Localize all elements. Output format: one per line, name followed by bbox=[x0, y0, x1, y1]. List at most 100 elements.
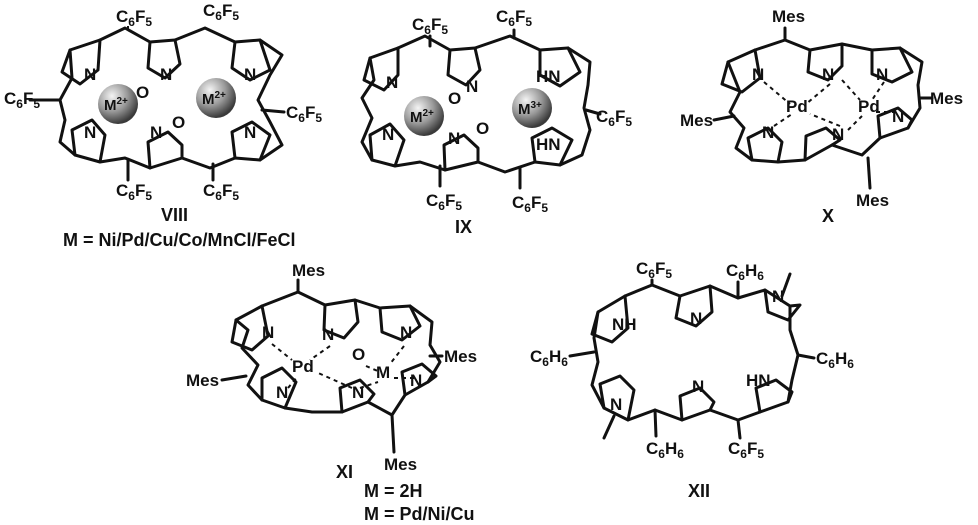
N-atom: N bbox=[822, 65, 834, 84]
substituent-label: C6H6 bbox=[726, 261, 764, 283]
substituent-label: C6F5 bbox=[286, 103, 322, 125]
N-atom: N bbox=[466, 77, 478, 96]
N-atom: N bbox=[262, 323, 274, 342]
substituent-label: C6F5 bbox=[203, 1, 239, 23]
substituent-label: Mes bbox=[856, 191, 889, 210]
N-atom: N bbox=[84, 65, 96, 84]
O-atom: O bbox=[352, 345, 365, 364]
N-atom: N bbox=[690, 309, 702, 328]
compound-label-VIII: VIII bbox=[161, 205, 188, 225]
N-atom: N bbox=[276, 383, 288, 402]
structure-IX: N N HN N N HN O O M2+ M3+ C6F5 C6F5 C6F5… bbox=[360, 7, 632, 237]
substituent-label: C6F5 bbox=[728, 439, 764, 461]
pyrrole-ring-6 bbox=[876, 106, 914, 140]
substituent-label: C6F5 bbox=[203, 181, 239, 203]
pyrrole-ring-1 bbox=[230, 304, 270, 352]
compound-label-X: X bbox=[822, 206, 834, 226]
N-atom: N bbox=[352, 383, 364, 402]
N-atom: N bbox=[692, 377, 704, 396]
metal-note-XI-2: M = Pd/Ni/Cu bbox=[364, 504, 475, 524]
N-atom: N bbox=[400, 323, 412, 342]
pyrrole-ring-6 bbox=[754, 378, 794, 414]
pyrrole-ring-3 bbox=[870, 46, 914, 84]
N-atom: N bbox=[386, 73, 398, 92]
M-atom: M bbox=[376, 363, 390, 382]
substituent-label: C6H6 bbox=[530, 347, 568, 369]
compound-label-XII: XII bbox=[688, 481, 710, 501]
N-atom: N bbox=[160, 65, 172, 84]
N-atom: N bbox=[752, 65, 764, 84]
O-atom: O bbox=[476, 119, 489, 138]
N-atom: N bbox=[610, 395, 622, 414]
metal-note-XI-1: M = 2H bbox=[364, 481, 423, 501]
pyrrole-ring-1 bbox=[720, 48, 762, 94]
substituent-label: C6H6 bbox=[646, 439, 684, 461]
structure-X: N N N N N N Pd Pd Mes Mes Mes Mes X bbox=[680, 7, 963, 226]
substituent-label: C6F5 bbox=[412, 15, 448, 37]
substituent-label: C6F5 bbox=[426, 191, 462, 213]
pyrrole-ring-5 bbox=[338, 378, 376, 414]
N-atom: N bbox=[322, 325, 334, 344]
N-atom: N bbox=[876, 65, 888, 84]
N-methyl-bond bbox=[780, 272, 792, 298]
N-atom: N bbox=[832, 125, 844, 144]
pyrrole-ring-2 bbox=[322, 298, 360, 340]
NH-atom: HN bbox=[536, 67, 561, 86]
O-atom: O bbox=[136, 83, 149, 102]
coordination-bonds bbox=[763, 79, 896, 131]
pyrrole-ring-5 bbox=[803, 126, 842, 162]
macrocycle-ring-X bbox=[726, 38, 924, 164]
metal-ion-sphere: M3+ bbox=[512, 88, 552, 128]
Pd-atom: Pd bbox=[786, 97, 808, 116]
pyrrole-ring-2 bbox=[146, 38, 182, 80]
compound-label-XI: XI bbox=[336, 462, 353, 482]
NH-atom: HN bbox=[536, 135, 561, 154]
metal-ion-sphere: M2+ bbox=[196, 78, 236, 118]
substituent-label: Mes bbox=[384, 455, 417, 474]
substituent-label: C6F5 bbox=[116, 7, 152, 29]
pyrrole-ring-3 bbox=[763, 288, 802, 322]
substituent-label: C6F5 bbox=[496, 7, 532, 29]
pyrrole-ring-5 bbox=[442, 133, 480, 172]
structure-XII: NH N N N N HN C6F5 C6H6 C6H6 C6H6 C6H6 C… bbox=[530, 259, 854, 501]
N-atom: N bbox=[448, 129, 460, 148]
pyrrole-ring-4 bbox=[746, 126, 784, 164]
macrocycle-ring-VIII bbox=[58, 26, 284, 170]
structure-XI: N N N N N N O Pd M Mes Mes Mes Mes XI M … bbox=[186, 261, 477, 524]
substituent-label: C6F5 bbox=[512, 193, 548, 215]
metal-note-VIII: M = Ni/Pd/Cu/Co/MnCl/FeCl bbox=[63, 230, 296, 250]
N-atom: N bbox=[150, 123, 162, 142]
metal-ion-sphere: M2+ bbox=[98, 84, 138, 124]
pyrrole-ring-1 bbox=[590, 294, 630, 344]
substituent-label: C6H6 bbox=[816, 349, 854, 371]
O-atom: O bbox=[172, 113, 185, 132]
pyrrole-ring-3 bbox=[378, 304, 422, 342]
coordination-bonds bbox=[271, 343, 414, 389]
pyrrole-ring-4 bbox=[260, 366, 298, 410]
NH-atom: NH bbox=[612, 315, 637, 334]
metal-ion-sphere: M2+ bbox=[404, 96, 444, 136]
pyrrole-ring-6 bbox=[400, 362, 438, 397]
pyrrole-ring-1 bbox=[60, 38, 102, 86]
N-atom: N bbox=[244, 65, 256, 84]
substituent-label: Mes bbox=[292, 261, 325, 280]
Pd-atom: Pd bbox=[292, 357, 314, 376]
pyrrole-ring-2 bbox=[806, 42, 844, 82]
O-atom: O bbox=[448, 89, 461, 108]
macrocycle-ring-XI bbox=[234, 290, 442, 417]
pyrrole-ring-4 bbox=[368, 122, 406, 168]
pyrrole-ring-6 bbox=[230, 120, 272, 162]
pyrrole-ring-3 bbox=[538, 46, 582, 88]
pyrrole-ring-1 bbox=[362, 46, 400, 92]
pyrrole-ring-5 bbox=[678, 386, 716, 422]
N-atom: N bbox=[382, 125, 394, 144]
compound-label-IX: IX bbox=[455, 217, 472, 237]
substituent-label: Mes bbox=[930, 89, 963, 108]
macrocycle-ring-IX bbox=[360, 34, 592, 174]
pyrrole-ring-5 bbox=[146, 130, 184, 170]
N-atom: N bbox=[84, 123, 96, 142]
substituent-label: Mes bbox=[772, 7, 805, 26]
N-atom: N bbox=[892, 107, 904, 126]
substituent-label: C6F5 bbox=[4, 89, 40, 111]
